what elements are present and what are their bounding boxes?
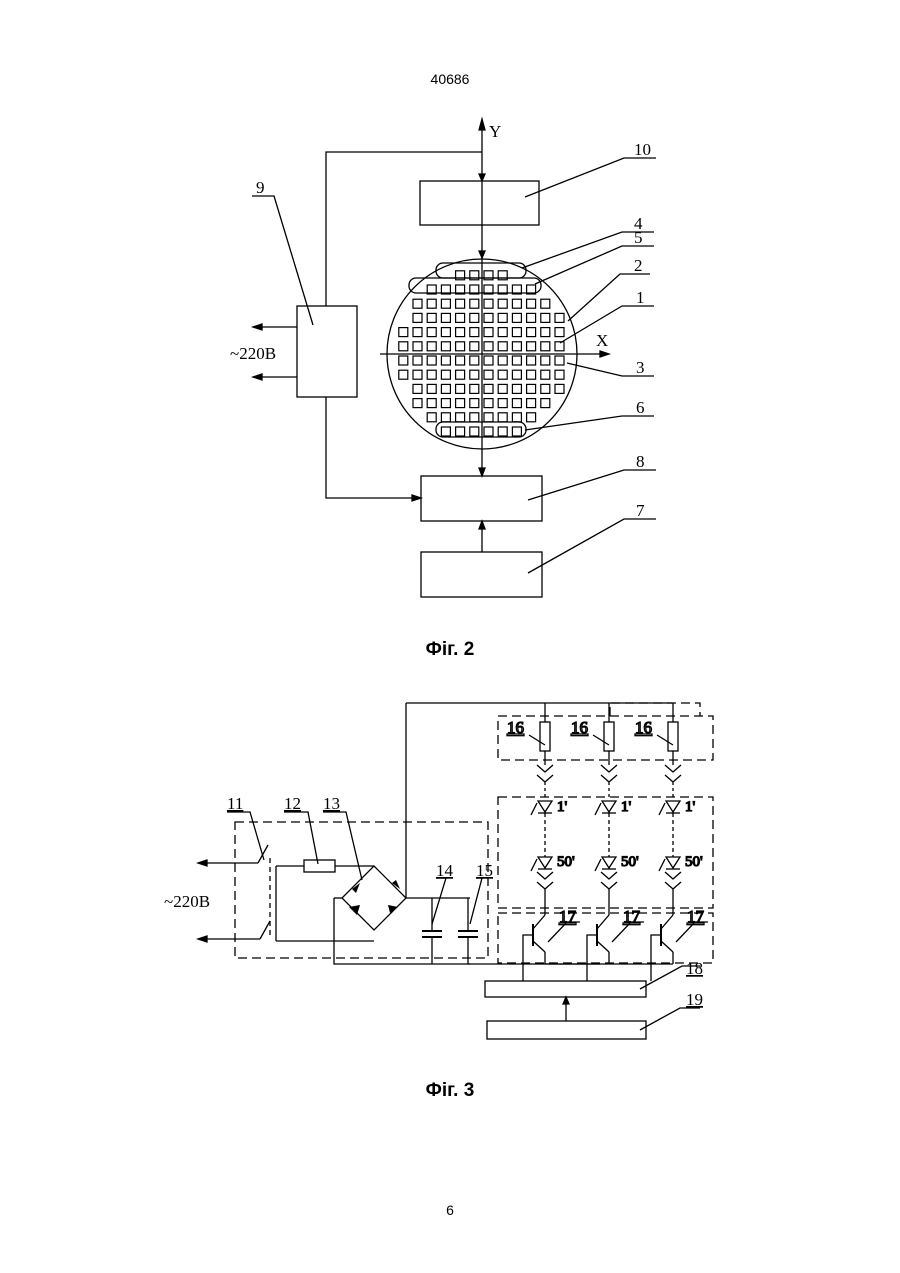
leader-19 (640, 1008, 700, 1030)
label-19: 19 (686, 990, 703, 1009)
supply-label-fig3: ~220В (164, 892, 210, 911)
label-13: 13 (323, 794, 340, 813)
page-number: 6 (0, 1202, 900, 1218)
label-17: 17 (623, 907, 641, 926)
led-first-label: 1' (685, 799, 696, 815)
label-14: 14 (436, 861, 454, 880)
led-first-label: 1' (621, 799, 632, 815)
label-16: 16 (571, 718, 588, 737)
led-50 (666, 857, 680, 868)
label-18: 18 (686, 959, 703, 978)
figure-3-caption: Фіг. 3 (0, 1080, 900, 1102)
label-16: 16 (635, 718, 652, 737)
leader-12 (284, 812, 318, 864)
label-12: 12 (284, 794, 301, 813)
led-block (498, 797, 713, 908)
label-16: 16 (507, 718, 524, 737)
led-first-label: 1' (557, 799, 568, 815)
led-1 (602, 801, 616, 812)
led-last-label: 50' (621, 854, 639, 870)
led-chains: 16 1' 50' 17 16 1' 50' 17 16 1' 50' 17 (507, 703, 708, 981)
led-chain: 16 1' 50' 17 (571, 703, 644, 981)
resistor-16 (668, 722, 678, 751)
power-supply-block (235, 822, 488, 958)
led-last-label: 50' (557, 854, 575, 870)
label-17: 17 (687, 907, 705, 926)
leader-11 (227, 812, 264, 860)
led-50 (538, 857, 552, 868)
block-19 (487, 1021, 646, 1039)
led-50 (602, 857, 616, 868)
led-1 (666, 801, 680, 812)
diode-bridge-13 (342, 866, 406, 930)
resistor-16 (540, 722, 550, 751)
led-1 (538, 801, 552, 812)
transistor-block (498, 913, 713, 963)
label-17: 17 (559, 907, 577, 926)
resistor-16 (604, 722, 614, 751)
resistor-12 (304, 860, 335, 872)
label-11: 11 (227, 794, 243, 813)
led-chain: 16 1' 50' 17 (507, 703, 580, 981)
label-15: 15 (476, 861, 493, 880)
block-18 (485, 981, 646, 997)
leader-13 (323, 812, 362, 880)
switch-11 (258, 845, 268, 863)
led-last-label: 50' (685, 854, 703, 870)
led-chain: 16 1' 50' 17 (635, 703, 708, 981)
